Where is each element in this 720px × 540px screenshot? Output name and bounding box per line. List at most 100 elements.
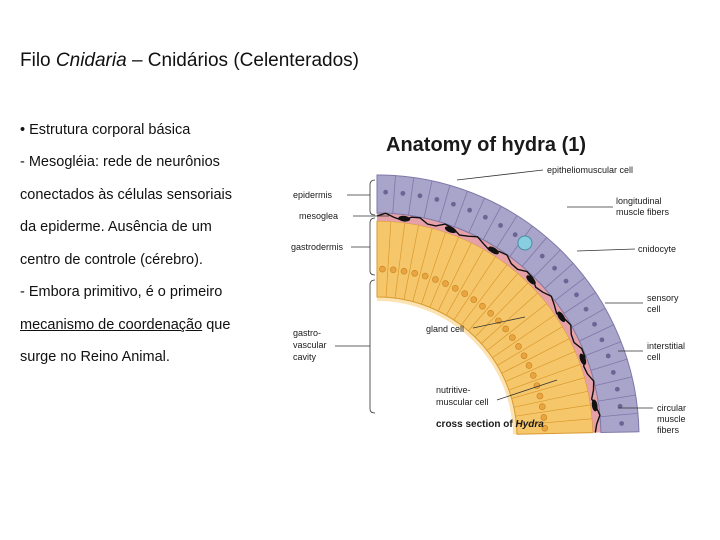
epidermis-nucleus — [467, 207, 473, 213]
epidermis-nucleus — [417, 193, 423, 199]
epidermis-cell-border — [563, 292, 596, 314]
epidermis-cell-border — [571, 307, 606, 328]
inner-leaders — [472, 316, 558, 401]
gastrodermis-cell-border — [501, 338, 570, 374]
label-interstitial-1: interstitial — [647, 341, 685, 351]
gastrodermis-nucleus — [389, 266, 397, 274]
gastrodermis-cell-border — [385, 221, 392, 298]
epidermis-cell-border — [468, 197, 485, 233]
gastrodermis-nucleus — [536, 392, 544, 400]
gastrodermis-cell-border — [508, 364, 581, 391]
highlight-primeiro: primeiro — [169, 284, 223, 300]
gastrodermis-nucleus — [509, 334, 516, 341]
epidermis-nucleus — [563, 278, 569, 284]
cnidocyte-cell — [517, 235, 533, 251]
epidermis-cell-border — [453, 190, 468, 227]
gastrodermis-layer — [376, 220, 594, 435]
label-epitheliomuscular: epitheliomuscular cell — [547, 165, 633, 175]
epidermis-cell-border — [438, 185, 451, 222]
gastrodermis-cell-border — [505, 351, 576, 382]
hydra-anatomy-diagram: Anatomy of hydra (1) epidermis mesoglea … — [291, 134, 686, 435]
gastrodermis-nucleus — [538, 403, 546, 410]
epidermis-nucleus — [552, 265, 557, 271]
epidermis-nucleus — [400, 190, 406, 196]
gastrodermis-cell-border — [403, 224, 419, 300]
epidermis-cell-border — [408, 177, 415, 216]
gastrodermis-nucleus — [530, 372, 537, 379]
epidermis-cell-border — [585, 341, 622, 356]
epidermis-nucleus — [610, 370, 616, 375]
text-line-6: mecanismo de coordenação que — [20, 317, 231, 333]
gastrodermis-nucleus — [421, 272, 429, 280]
label-cavity-2: vascular — [293, 340, 327, 350]
gastrodermis-cell-border — [516, 418, 593, 426]
gastrodermis-cell-border — [513, 390, 589, 408]
gastrodermis-cell-border — [429, 236, 459, 308]
epidermis-cell-border — [482, 206, 502, 240]
gastrodermis-cell-border — [515, 404, 591, 417]
left-leaders — [335, 179, 389, 414]
diagram-caption: cross section of Hydra — [436, 419, 544, 430]
epidermis-cell-border — [600, 412, 638, 418]
label-circular-2: muscle — [657, 414, 686, 424]
gastrodermis-cell-border — [437, 242, 472, 312]
text-line-2: conectados às células sensoriais — [20, 187, 232, 203]
label-cnidocyte: cnidocyte — [638, 244, 676, 254]
bullet-line: • Estrutura corporal básica — [20, 122, 190, 138]
diagram-title: Anatomy of hydra (1) — [386, 134, 586, 156]
label-cavity-3: cavity — [293, 352, 317, 362]
epidermis-nucleus — [451, 201, 456, 207]
gastrodermis-nucleus — [461, 290, 469, 298]
epidermis-nucleus — [383, 189, 389, 195]
epidermis-nucleus — [617, 403, 623, 409]
underlined-phrase: mecanismo de coordenação — [20, 317, 203, 333]
slide-title: Filo Cnidaria – Cnidários (Celenterados) — [20, 50, 360, 71]
epidermis-nucleus — [614, 386, 620, 392]
gastrodermis-cell-border — [421, 232, 446, 305]
gastrodermis-nucleus — [487, 309, 494, 317]
nerve-cell — [526, 275, 536, 285]
nerve-cell — [557, 311, 566, 323]
epidermis-nucleus — [434, 197, 440, 202]
gastrodermis-nucleus — [411, 269, 418, 277]
epidermis-nucleus — [574, 292, 579, 298]
label-circular-3: fibers — [657, 425, 680, 435]
epidermis-cell-border — [594, 376, 633, 387]
text-line-1: - Mesogléia: rede de neurônios — [20, 154, 220, 170]
gastrodermis-cell-border — [474, 282, 529, 338]
text-line-3: da epiderme. Ausência de um — [20, 219, 212, 235]
nerve-cell — [579, 353, 587, 365]
epidermis-cell-border — [423, 180, 433, 219]
epidermis-cell-border — [392, 175, 396, 214]
gastrodermis-cell-border — [497, 326, 563, 366]
epidermis-nucleus — [599, 337, 605, 343]
gastrodermis-cell-border — [486, 303, 548, 351]
gastrodermis-cell-border — [461, 264, 508, 326]
label-sensory-2: cell — [647, 304, 661, 314]
label-nutritive-2: muscular cell — [436, 397, 489, 407]
nerve-cell — [591, 399, 598, 412]
label-sensory-1: sensory — [647, 293, 679, 303]
right-labels: epitheliomuscular cell longitudinal musc… — [547, 165, 686, 435]
label-cavity-1: gastro- — [293, 328, 321, 338]
gastrodermis-cell-border — [412, 228, 433, 302]
gastrodermis-nucleus — [400, 267, 408, 275]
gastrodermis-nucleus — [541, 424, 549, 432]
epidermis-cell-border — [496, 215, 518, 248]
epidermis-cell-border — [590, 358, 628, 371]
gastrodermis-nucleus — [379, 265, 386, 273]
text-line-7: surge no Reino Animal. — [20, 349, 170, 365]
inner-labels: gland cell nutritive- muscular cell — [426, 324, 489, 407]
gastrodermis-cell-border — [445, 249, 485, 316]
label-interstitial-2: cell — [647, 352, 661, 362]
gastrodermis-nucleus — [479, 302, 486, 310]
epidermis-nucleus — [482, 214, 488, 220]
epidermis-cell-border — [521, 237, 548, 267]
label-longitudinal-2: muscle fibers — [616, 207, 670, 217]
nerve-cell — [444, 226, 457, 233]
epidermis-nucleus — [583, 306, 589, 312]
epidermis-cell-border — [544, 262, 574, 289]
gastrodermis-nucleus — [470, 296, 478, 303]
epidermis-cell-border — [579, 324, 614, 342]
label-circular-1: circular — [657, 403, 686, 413]
